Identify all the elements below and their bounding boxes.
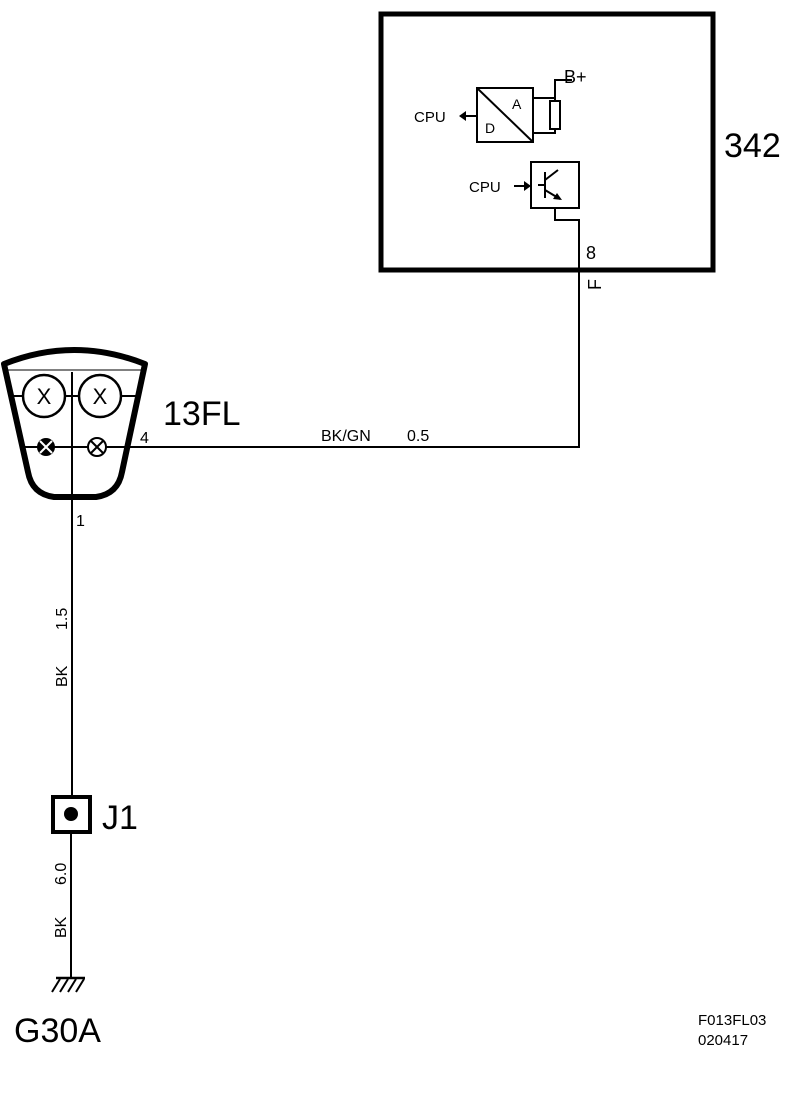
transistor-icon <box>530 161 580 209</box>
cpu-out-label: CPU <box>414 109 446 126</box>
wire-bk-gn[interactable] <box>125 270 580 448</box>
supply-b-plus-label: B+ <box>564 67 587 87</box>
wire-bk-6-0-color: BK <box>53 916 70 938</box>
indicator-x-icon <box>87 437 107 457</box>
cpu-in-label: CPU <box>469 179 501 196</box>
diagram-date-label: 020417 <box>698 1032 748 1049</box>
wire-bk-gn-gauge: 0.5 <box>407 428 429 445</box>
lamp-pin-4-label: 4 <box>140 430 149 447</box>
resistor-icon <box>549 100 561 130</box>
wire-bk-gn-color: BK/GN <box>321 428 371 445</box>
svg-text:X: X <box>93 384 108 409</box>
lamp-x-icon: X <box>77 373 123 419</box>
lamp-id-label: 13FL <box>163 395 241 433</box>
adc-d-label: D <box>485 120 495 136</box>
ground-symbol-icon <box>51 976 85 993</box>
diagram-code-label: F013FL03 <box>698 1012 766 1029</box>
adc-a-label: A <box>512 96 522 112</box>
module-pin-8-label: 8 <box>586 243 596 263</box>
arrow-right-icon <box>514 181 531 191</box>
wire-bk-1-5-gauge: 1.5 <box>54 608 71 630</box>
module-id-label: 342 <box>724 127 781 165</box>
pin-code-label: F <box>585 279 605 290</box>
svg-text:X: X <box>37 384 52 409</box>
ground-id-label: G30A <box>14 1012 101 1050</box>
adc-icon <box>476 87 534 143</box>
junction-j1[interactable] <box>51 795 92 834</box>
control-module-342[interactable]: 342 A D CPU B+ CPU <box>378 11 781 273</box>
wire-bk-1-5-color: BK <box>54 665 71 687</box>
lamp-pin-1-label: 1 <box>76 513 85 530</box>
wire-bk-6-0-gauge: 6.0 <box>53 863 70 885</box>
lamp-x-icon: X <box>21 373 67 419</box>
lamp-13fl[interactable]: X X <box>1 347 148 500</box>
indicator-filled-icon <box>37 438 55 456</box>
arrow-left-icon <box>459 111 477 121</box>
junction-id-label: J1 <box>102 799 138 837</box>
